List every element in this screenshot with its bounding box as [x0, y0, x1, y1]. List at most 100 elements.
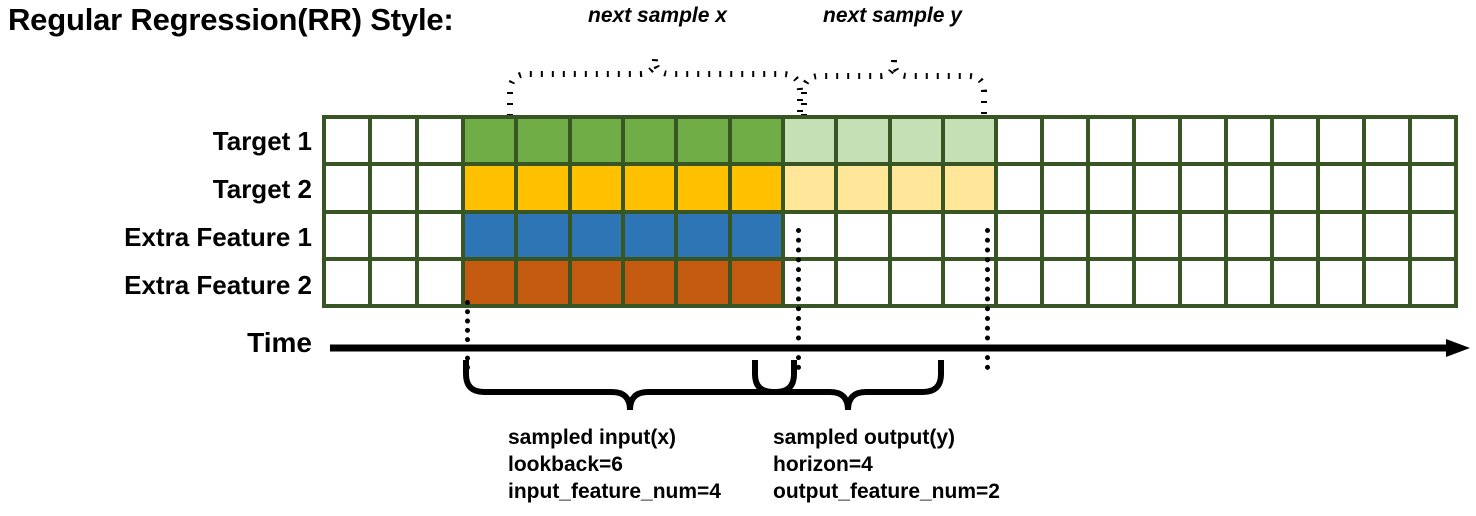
grid-cell-input: [678, 166, 728, 210]
grid-cell-empty: [1412, 213, 1454, 257]
grid-cell-empty: [372, 166, 415, 210]
grid-cell-empty: [998, 260, 1041, 304]
grid-cell-empty: [1320, 119, 1363, 163]
grid-cell-output: [944, 166, 995, 210]
grid-cell-empty: [1274, 260, 1317, 304]
grid-cell-input: [465, 166, 515, 210]
sampled-input-line-1: sampled input(x): [508, 426, 677, 449]
grid-cell-output: [838, 166, 888, 210]
grid-cell-empty: [1044, 260, 1087, 304]
grid-cell-input: [465, 119, 515, 163]
annotation-next-sample-y: next sample y: [823, 4, 962, 27]
grid-cell-empty: [1182, 260, 1225, 304]
grid-cell-empty: [1136, 166, 1179, 210]
grid-cell-input: [624, 213, 675, 257]
grid-cell-empty: [1320, 166, 1363, 210]
grid-cell-input: [731, 166, 781, 210]
grid-row: [326, 213, 1454, 257]
grid-cell-input: [465, 260, 515, 304]
grid-cell-empty: [1320, 260, 1363, 304]
grid-cell-empty: [372, 260, 415, 304]
grid-cell-empty: [326, 166, 369, 210]
grid-cell-input: [571, 213, 621, 257]
grid-cell-input: [518, 119, 568, 163]
grid-cell-output: [784, 119, 835, 163]
row-label-extra-feature-2: Extra Feature 2: [124, 270, 312, 300]
grid-cell-empty: [1136, 260, 1179, 304]
grid-row: [326, 166, 1454, 210]
grid-cell-empty: [1228, 119, 1271, 163]
grid-cell-empty: [326, 260, 369, 304]
grid-cell-empty: [891, 260, 941, 304]
grid-cell-empty: [1182, 166, 1225, 210]
grid-cell-empty: [1274, 213, 1317, 257]
grid-cell-input: [678, 260, 728, 304]
sampled-input-line-3: input_feature_num=4: [508, 480, 721, 503]
guide-line-output-end: [985, 228, 990, 370]
grid-cell-input: [518, 166, 568, 210]
time-axis-arrow: [330, 339, 1470, 357]
grid-cell-input: [731, 119, 781, 163]
grid-cell-input: [571, 260, 621, 304]
page-title: Regular Regression(RR) Style:: [8, 2, 454, 37]
grid-cell-empty: [1228, 213, 1271, 257]
grid-cell-empty: [1412, 260, 1454, 304]
grid-row: [326, 119, 1454, 163]
grid-cell-input: [465, 213, 515, 257]
grid-cell-input: [518, 213, 568, 257]
grid-cell-empty: [784, 213, 835, 257]
grid-cell-empty: [326, 119, 369, 163]
sampled-output-line-1: sampled output(y): [773, 426, 955, 449]
grid-cell-empty: [1274, 119, 1317, 163]
grid-cell-empty: [1136, 119, 1179, 163]
row-label-target-1: Target 1: [212, 126, 312, 156]
annotation-next-sample-x: next sample x: [588, 4, 727, 27]
grid-cell-empty: [1044, 119, 1087, 163]
grid-cell-empty: [1366, 260, 1408, 304]
grid-cell-empty: [998, 166, 1041, 210]
grid-cell-empty: [1090, 260, 1133, 304]
grid-cell-input: [518, 260, 568, 304]
grid-cell-empty: [418, 119, 462, 163]
brace-next-sample-x: [507, 57, 803, 116]
grid-cell-empty: [372, 213, 415, 257]
grid-cell-empty: [1044, 213, 1087, 257]
timeseries-grid: [322, 115, 1458, 308]
grid-row: [326, 260, 1454, 304]
grid-cell-input: [624, 260, 675, 304]
brace-sampled-output: [752, 360, 944, 411]
grid-cell-empty: [1228, 166, 1271, 210]
grid-cell-empty: [998, 213, 1041, 257]
grid-cell-empty: [1090, 119, 1133, 163]
grid-cell-empty: [326, 213, 369, 257]
grid-cell-output: [838, 119, 888, 163]
row-label-list: Target 1 Target 2 Extra Feature 1 Extra …: [0, 117, 312, 309]
grid-cell-input: [678, 119, 728, 163]
guide-line-input-start: [465, 300, 470, 370]
grid-cell-input: [624, 119, 675, 163]
grid-cell-empty: [891, 213, 941, 257]
grid-cell-empty: [372, 119, 415, 163]
grid-cell-output: [784, 166, 835, 210]
grid-cell-input: [731, 260, 781, 304]
grid-cell-empty: [418, 213, 462, 257]
brace-next-sample-y: [801, 59, 987, 116]
grid-cell-input: [571, 119, 621, 163]
grid-cell-input: [571, 166, 621, 210]
annotation-sampled-input: sampled input(x) lookback=6 input_featur…: [508, 424, 721, 505]
grid-cell-input: [678, 213, 728, 257]
grid-cell-empty: [1274, 166, 1317, 210]
grid-cell-empty: [418, 260, 462, 304]
time-axis-label: Time: [247, 327, 312, 358]
grid-cell-empty: [1044, 166, 1087, 210]
row-label-target-2: Target 2: [212, 174, 312, 204]
sampled-output-line-2: horizon=4: [773, 453, 873, 476]
grid-cell-empty: [1366, 166, 1408, 210]
grid-cell-empty: [1136, 213, 1179, 257]
guide-line-input-end: [796, 228, 801, 370]
grid-cell-output: [891, 119, 941, 163]
annotation-sampled-output: sampled output(y) horizon=4 output_featu…: [773, 424, 1000, 505]
grid-cell-empty: [1182, 119, 1225, 163]
grid-cell-empty: [1366, 213, 1408, 257]
grid-cell-empty: [1412, 166, 1454, 210]
